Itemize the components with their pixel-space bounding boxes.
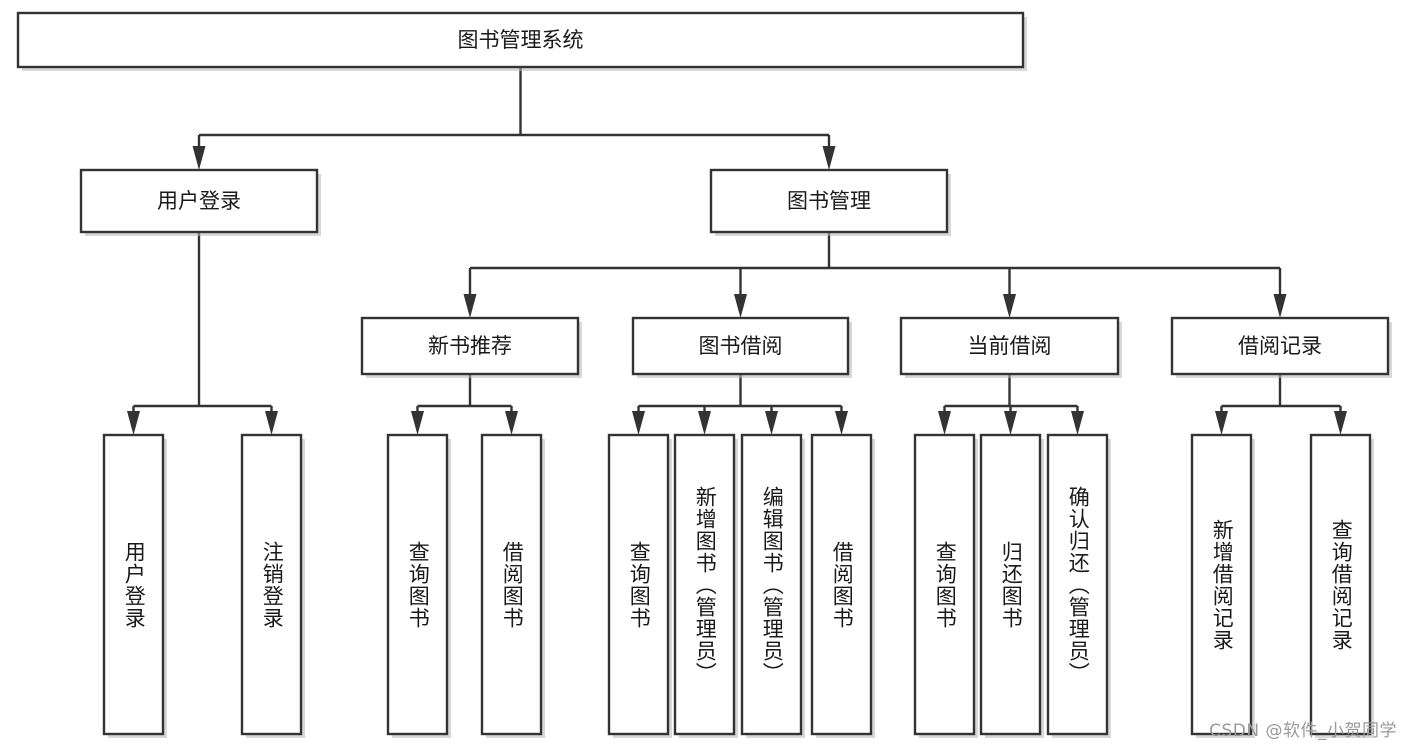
node-label-current-borrow: 当前借阅 xyxy=(968,334,1052,358)
edge-group-new-book-rec xyxy=(411,374,518,435)
arrow-head-icon xyxy=(463,294,477,318)
arrow-head-icon xyxy=(835,411,848,435)
edge-group-user-login xyxy=(127,232,278,435)
arrow-head-icon xyxy=(127,411,140,435)
node-box-leaf-edit-book[interactable] xyxy=(740,433,803,736)
arrow-head-icon xyxy=(765,411,778,435)
arrow-head-icon xyxy=(192,146,206,170)
node-box-leaf-logout[interactable] xyxy=(240,433,303,736)
node-box-leaf-query-book-2[interactable] xyxy=(607,433,670,736)
edge-group-borrow-record xyxy=(1215,374,1347,435)
node-box-leaf-add-book[interactable] xyxy=(673,433,736,736)
edge-group-book-manage xyxy=(463,232,1287,318)
node-label-root: 图书管理系统 xyxy=(458,28,584,52)
edge-group-book-borrow xyxy=(632,374,848,435)
edge-group-root xyxy=(192,67,836,170)
node-box-borrow-record[interactable] xyxy=(1170,316,1390,376)
arrow-head-icon xyxy=(1215,411,1228,435)
node-label-user-login: 用户登录 xyxy=(157,189,241,213)
arrow-head-icon xyxy=(698,411,711,435)
boxes-layer xyxy=(16,11,1392,738)
arrow-head-icon xyxy=(1004,411,1017,435)
node-box-leaf-add-record[interactable] xyxy=(1190,433,1253,736)
edge-group-current-borrow xyxy=(938,374,1084,435)
node-box-leaf-return-book[interactable] xyxy=(979,433,1042,736)
arrow-head-icon xyxy=(1334,411,1347,435)
arrow-head-icon xyxy=(1273,294,1287,318)
arrow-head-icon xyxy=(938,411,951,435)
node-box-leaf-confirm-return[interactable] xyxy=(1046,433,1109,736)
arrow-head-icon xyxy=(734,294,747,318)
node-box-book-manage[interactable] xyxy=(709,168,949,234)
node-box-leaf-borrow-book-2[interactable] xyxy=(810,433,873,736)
arrow-head-icon xyxy=(265,411,278,435)
node-box-leaf-user-login[interactable] xyxy=(102,433,165,736)
node-box-leaf-query-record[interactable] xyxy=(1309,433,1372,736)
watermark: CSDN @软件_小贺同学 xyxy=(1209,721,1397,741)
arrow-head-icon xyxy=(411,411,424,435)
node-label-book-manage: 图书管理 xyxy=(787,189,871,213)
node-box-current-borrow[interactable] xyxy=(899,316,1120,376)
node-box-user-login[interactable] xyxy=(79,168,319,234)
arrow-head-icon xyxy=(1003,294,1016,318)
node-box-root[interactable] xyxy=(16,11,1025,69)
node-box-leaf-query-book-3[interactable] xyxy=(913,433,976,736)
edges-layer xyxy=(127,67,1347,435)
arrow-head-icon xyxy=(632,411,645,435)
node-box-new-book-rec[interactable] xyxy=(360,316,580,376)
node-box-leaf-borrow-book-1[interactable] xyxy=(480,433,543,736)
node-label-borrow-record: 借阅记录 xyxy=(1238,334,1322,358)
arrow-head-icon xyxy=(1071,411,1084,435)
arrow-head-icon xyxy=(822,146,836,170)
node-box-book-borrow[interactable] xyxy=(631,316,850,376)
node-box-leaf-query-book-1[interactable] xyxy=(386,433,449,736)
node-label-book-borrow: 图书借阅 xyxy=(699,334,783,358)
node-label-new-book-rec: 新书推荐 xyxy=(428,334,512,358)
arrow-head-icon xyxy=(505,411,518,435)
